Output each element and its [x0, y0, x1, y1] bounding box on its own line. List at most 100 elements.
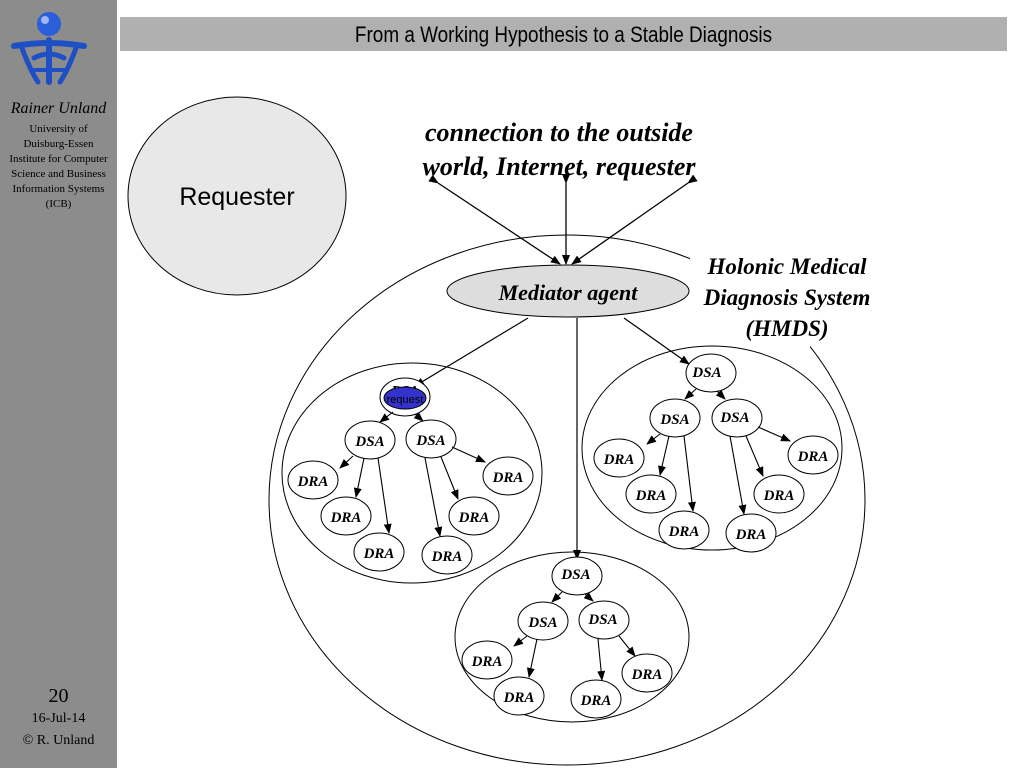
dsa-label: DSA	[527, 615, 557, 631]
dra-node	[658, 510, 710, 550]
hierarchy-arrow	[757, 426, 791, 442]
title-bar: From a Working Hypothesis to a Stable Di…	[120, 17, 1007, 51]
affiliation-line: Information Systems	[12, 183, 105, 195]
hierarchy-arrow	[658, 435, 670, 476]
hierarchy-arrow	[683, 435, 696, 512]
author-name: Rainer Unland	[10, 100, 107, 117]
cluster-bottom	[454, 551, 690, 723]
mediator-arrow	[623, 317, 690, 365]
dsa-node	[517, 601, 569, 641]
sidebar: Rainer Unland University of Duisburg-Ess…	[0, 0, 117, 768]
dsa-label: DSA	[659, 412, 689, 428]
page-title: From a Working Hypothesis to a Stable Di…	[354, 22, 773, 47]
dsa-label: DSA	[354, 434, 384, 450]
dra-label: DRA	[297, 474, 329, 490]
dsa-node	[405, 419, 457, 459]
dra-node	[353, 532, 405, 572]
dsa-node	[578, 600, 630, 640]
hierarchy-arrow	[745, 435, 764, 477]
dra-node	[625, 474, 677, 514]
hierarchy-arrow	[353, 457, 365, 498]
dra-label: DRA	[603, 452, 635, 468]
mediator-agent-label: Mediator agent	[498, 280, 639, 305]
affiliation: University of Duisburg-Essen Institute f…	[0, 122, 117, 212]
hierarchy-arrow	[424, 457, 443, 537]
dra-node	[725, 513, 777, 553]
dra-label: DRA	[471, 654, 503, 670]
request-label: request	[387, 394, 424, 406]
hierarchy-arrow	[339, 455, 354, 469]
affiliation-line: Science and Business	[11, 168, 106, 180]
hierarchy-arrow	[513, 635, 528, 647]
affiliation-line: Institute for Computer	[9, 153, 108, 165]
requester-node	[127, 96, 347, 296]
dsa-label: DSA	[587, 612, 617, 628]
dra-node	[461, 640, 513, 680]
mediator-arrow	[414, 317, 529, 387]
dra-node	[753, 474, 805, 514]
dra-label: DRA	[668, 524, 700, 540]
hierarchy-arrow	[379, 411, 394, 423]
cluster-left	[281, 362, 543, 584]
dra-label: DRA	[503, 690, 535, 706]
hierarchy-arrow	[646, 433, 661, 445]
dra-node	[448, 496, 500, 536]
dsa-label: DSA	[560, 567, 590, 583]
dra-node	[320, 496, 372, 536]
dra-node	[787, 435, 839, 475]
system-label: Holonic Medical	[706, 254, 867, 279]
affiliation-line: University of	[29, 123, 88, 135]
dsa-label: DSA	[719, 410, 749, 426]
dra-node	[482, 456, 534, 496]
hierarchy-arrow	[729, 435, 747, 515]
dsa-node	[685, 353, 737, 393]
dra-label: DRA	[763, 488, 795, 504]
hierarchy-arrow	[413, 412, 424, 422]
dsa-node	[711, 398, 763, 438]
hierarchy-arrow	[583, 592, 594, 602]
dra-node	[593, 438, 645, 478]
mediator-agent-node	[446, 264, 690, 318]
hierarchy-arrow	[551, 591, 563, 603]
dra-node	[287, 460, 339, 500]
hierarchy-arrow	[451, 446, 486, 463]
connection-arrow	[428, 174, 561, 265]
outside-connection-label: connection to the outside	[425, 118, 693, 147]
dra-label: DRA	[492, 470, 524, 486]
dra-label: DRA	[735, 527, 767, 543]
dsa-node	[649, 398, 701, 438]
university-logo-icon	[11, 12, 87, 85]
dra-label: DRA	[631, 667, 663, 683]
dra-label: DRA	[635, 488, 667, 504]
dsa-node	[551, 556, 603, 596]
label-gap	[690, 248, 810, 348]
hierarchy-arrow	[526, 638, 538, 678]
dra-label: DRA	[330, 510, 362, 526]
affiliation-line: Duisburg-Essen	[23, 138, 94, 150]
hierarchy-arrow	[377, 457, 392, 534]
dra-label: DRA	[797, 449, 829, 465]
dra-label: DRA	[431, 549, 463, 565]
hierarchy-arrow	[618, 635, 636, 657]
hierarchy-arrow	[440, 456, 459, 500]
dra-node	[570, 679, 622, 719]
cluster-right	[581, 345, 843, 551]
dsa-label: DSA	[691, 365, 721, 381]
copyright: © R. Unland	[22, 733, 95, 748]
dra-label: DRA	[363, 546, 395, 562]
dra-label: DRA	[580, 693, 612, 709]
hierarchy-arrow	[684, 388, 697, 400]
dra-node	[421, 535, 473, 575]
outside-connection-label: world, Internet, requester	[422, 152, 696, 181]
page-number: 20	[48, 685, 69, 707]
dsa-node	[344, 420, 396, 460]
system-label: (HMDS)	[745, 316, 828, 341]
dsa-label: DSA	[415, 433, 445, 449]
request-marker	[383, 386, 427, 410]
dra-node	[493, 676, 545, 716]
dra-label: DRA	[458, 510, 490, 526]
slide-date: 16-Jul-14	[31, 711, 86, 726]
affiliation-line: (ICB)	[45, 198, 72, 210]
connection-arrow	[571, 174, 698, 265]
